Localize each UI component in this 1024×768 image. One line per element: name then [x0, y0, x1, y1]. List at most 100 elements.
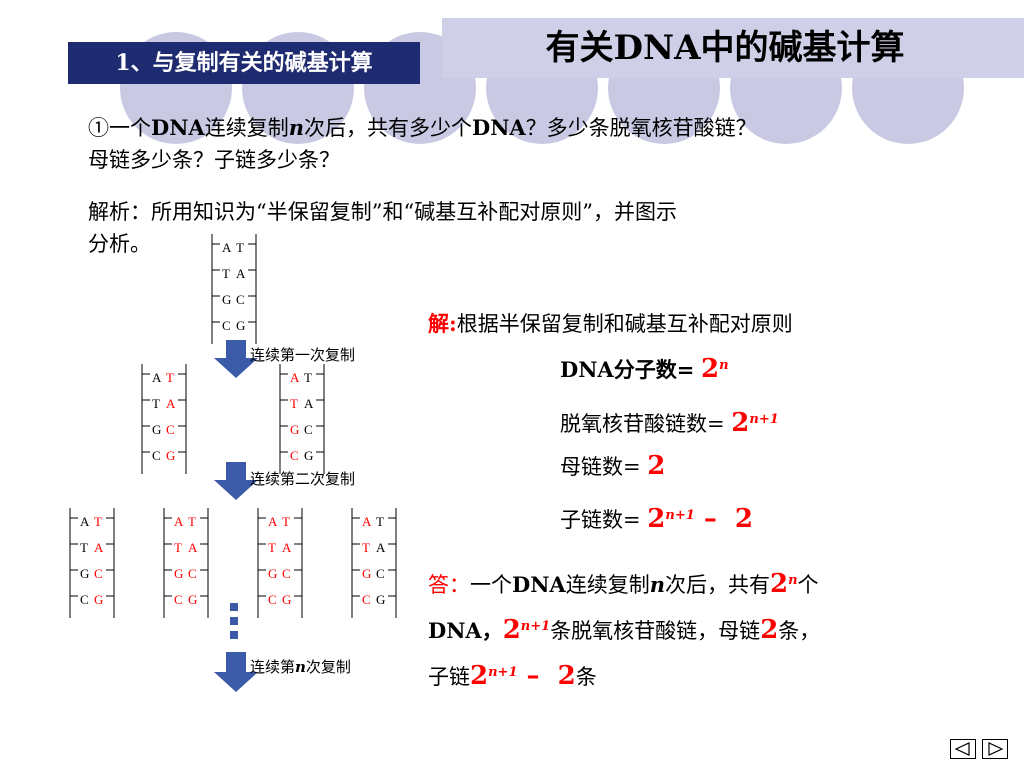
base-letter: A [268, 514, 278, 529]
base-letter: G [304, 448, 313, 463]
answer-part: 子链 [428, 665, 470, 689]
child-count-value: 2 [647, 504, 666, 534]
base-letter: G [362, 566, 371, 581]
child-count-label: 子链数= [560, 508, 641, 532]
base-letter: C [376, 566, 385, 581]
base-letter: A [152, 370, 162, 385]
base-letter: C [362, 592, 371, 607]
base-letter: T [94, 514, 102, 529]
base-letter: T [166, 370, 174, 385]
base-letter: C [152, 448, 161, 463]
base-letter: A [174, 514, 184, 529]
dna-term: DNA [471, 115, 526, 140]
mother-count-value: 2 [647, 451, 666, 481]
title-band [442, 18, 1024, 78]
base-letter: C [174, 592, 183, 607]
arrow-down-icon [214, 652, 258, 692]
section-heading: 1、与复制有关的碱基计算 [68, 42, 420, 84]
step-label-part: 连续第 [250, 658, 296, 676]
base-letter: T [290, 396, 298, 411]
analysis-line2: 分析。 [88, 232, 151, 256]
next-slide-button[interactable] [982, 739, 1008, 759]
base-letter: T [80, 540, 88, 555]
base-letter: C [282, 566, 291, 581]
question-part: 连续复制 [204, 116, 289, 140]
answer-part: 条脱氧核苷酸链，母链 [550, 619, 761, 643]
answer-exp: n+1 [520, 619, 551, 634]
base-letter: A [290, 370, 300, 385]
base-letter: A [80, 514, 90, 529]
answer-value: 2 [769, 569, 789, 599]
base-letter: G [80, 566, 89, 581]
variable-n: n [288, 115, 304, 140]
base-letter: G [94, 592, 103, 607]
variable-n: n [649, 572, 665, 597]
base-letter: C [166, 422, 175, 437]
analysis-text: 解析：所用知识为“半保留复制”和“碱基互补配对原则”，并图示 分析。 [88, 196, 978, 260]
base-letter: T [222, 266, 230, 281]
answer-value: 2 [470, 661, 489, 691]
answer-part: 一个 [470, 573, 512, 597]
question-line2: 母链多少条？子链多少条？ [88, 148, 340, 172]
base-letter: T [282, 514, 290, 529]
question-part: 一个 [109, 116, 151, 140]
base-letter: G [152, 422, 161, 437]
mother-count-label: 母链数= [560, 455, 641, 479]
base-letter: A [376, 540, 386, 555]
chain-count-label: 脱氧核苷酸链数= [560, 412, 725, 436]
ellipsis-dots-icon [230, 603, 238, 639]
base-letter: A [94, 540, 104, 555]
base-letter: C [268, 592, 277, 607]
answer-part: 个 [797, 573, 819, 597]
base-letter: G [188, 592, 197, 607]
base-letter: A [304, 396, 314, 411]
question-text: ①一个DNA连续复制n次后，共有多少个DNA？多少条脱氧核苷酸链？ 母链多少条？… [88, 112, 978, 176]
dna-term: DNA， [428, 618, 503, 643]
base-letter: G [376, 592, 385, 607]
step-label-n: 连续第n次复制 [250, 656, 351, 677]
base-letter: G [222, 292, 231, 307]
analysis-line1: 解析：所用知识为“半保留复制”和“碱基互补配对原则”，并图示 [88, 200, 677, 224]
base-letter: G [236, 318, 245, 333]
base-letter: G [174, 566, 183, 581]
answer-part: 连续复制 [565, 573, 650, 597]
dna-count-label: DNA分子数= [560, 357, 695, 382]
base-letter: A [282, 540, 292, 555]
base-letter: A [166, 396, 176, 411]
answer-text: 答：一个DNA连续复制n次后，共有2n个 DNA，2n+1条脱氧核苷酸链，母链2… [428, 560, 988, 698]
base-letter: A [236, 266, 246, 281]
base-letter: T [362, 540, 370, 555]
answer-value: 2 [557, 661, 576, 691]
base-letter: T [376, 514, 384, 529]
dna-term: DNA [151, 115, 205, 140]
base-letter: C [188, 566, 197, 581]
base-letter: C [94, 566, 103, 581]
chain-count-line: 脱氧核苷酸链数= 2n+1 [560, 404, 779, 440]
base-letter: G [166, 448, 175, 463]
chain-count-value: 2 [731, 408, 750, 438]
child-count-line: 子链数= 2n+1 – 2 [560, 500, 753, 536]
step-label-1: 连续第一次复制 [250, 346, 356, 364]
base-letter: C [236, 292, 245, 307]
prev-slide-button[interactable] [950, 739, 976, 759]
chain-count-exp: n+1 [749, 412, 779, 427]
answer-part: 条 [575, 665, 597, 689]
mother-count-line: 母链数= 2 [560, 450, 665, 483]
question-part: 次后，共有多少个 [303, 116, 472, 140]
base-letter: G [268, 566, 277, 581]
answer-part: 次后，共有 [664, 573, 770, 597]
dna-count-line: DNA分子数= 2n [560, 350, 729, 386]
answer-label: 答： [428, 573, 470, 597]
slide-nav [944, 739, 1008, 762]
triangle-left-icon [954, 742, 970, 756]
base-letter: T [174, 540, 182, 555]
answer-exp: n+1 [488, 665, 518, 680]
base-letter: A [362, 514, 372, 529]
variable-n: n [295, 658, 306, 676]
